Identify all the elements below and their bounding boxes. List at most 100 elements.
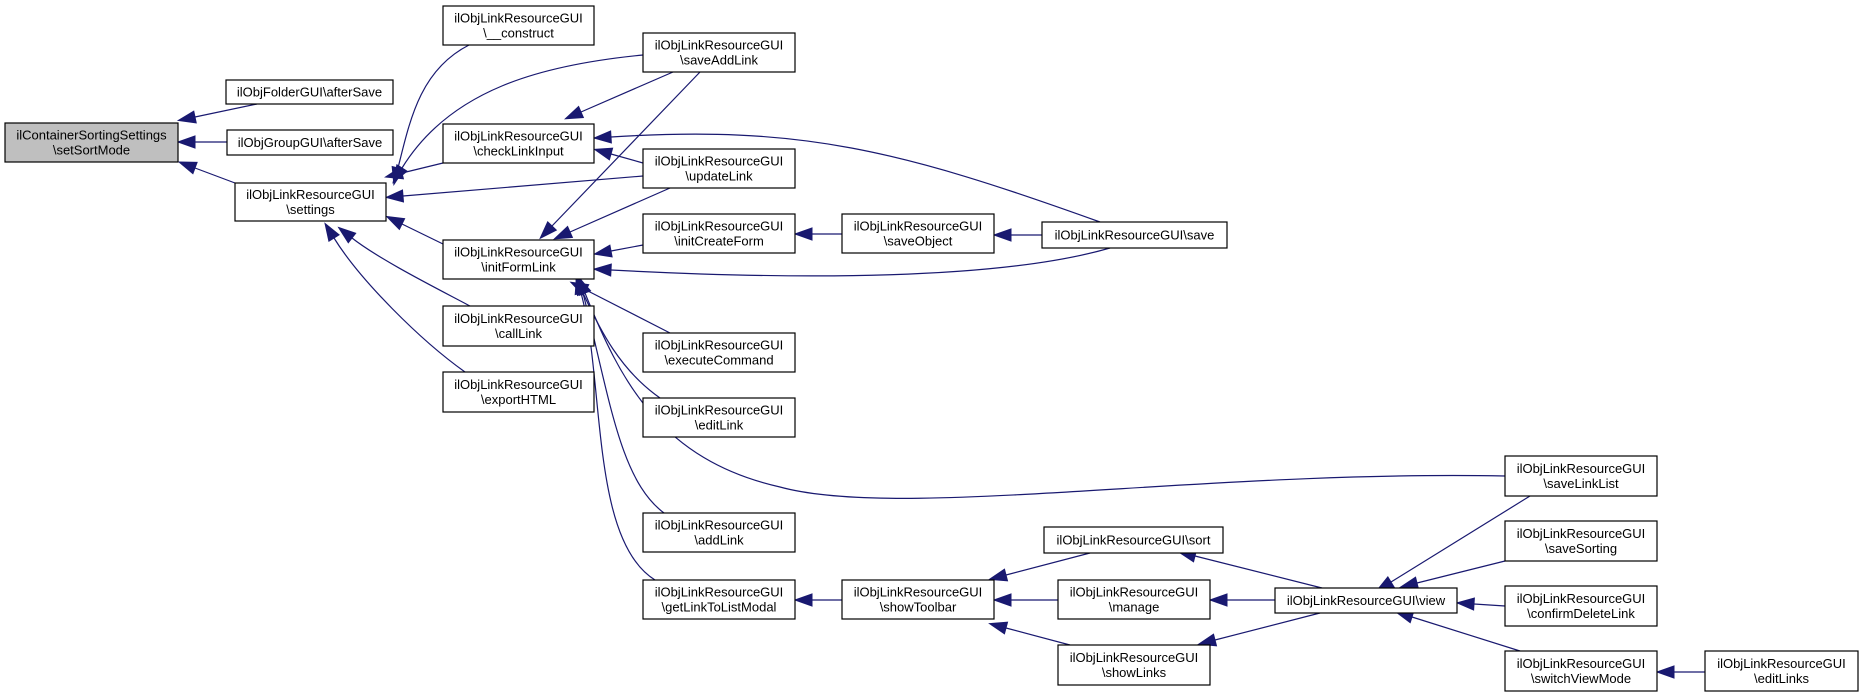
arrowhead-icon	[176, 110, 197, 124]
node-label: ilObjLinkResourceGUI	[1517, 656, 1646, 671]
edge-line	[194, 167, 236, 184]
arrowhead-icon	[1655, 665, 1675, 679]
edge-folderAfterSave-to-root	[176, 103, 258, 124]
node-label: ilObjLinkResourceGUI	[1517, 461, 1646, 476]
node-showLinks[interactable]: ilObjLinkResourceGUI\showLinks	[1057, 644, 1211, 686]
node-construct[interactable]: ilObjLinkResourceGUI\__construct	[442, 5, 595, 46]
edge-line	[569, 187, 671, 233]
node-label: ilObjLinkResourceGUI	[246, 187, 375, 202]
node-box[interactable]	[442, 305, 595, 347]
node-box[interactable]	[1043, 526, 1224, 554]
node-addLink[interactable]: ilObjLinkResourceGUI\addLink	[642, 512, 796, 553]
arrowhead-icon	[1455, 597, 1475, 611]
node-initFormLink[interactable]: ilObjLinkResourceGUI\initFormLink	[442, 239, 595, 280]
arrowhead-icon	[384, 189, 405, 203]
edge-showLinks-to-showToolbar	[988, 621, 1071, 646]
arrowhead-icon	[564, 105, 585, 120]
node-box[interactable]	[442, 239, 595, 280]
node-box[interactable]	[642, 512, 796, 553]
node-box[interactable]	[1274, 587, 1458, 614]
node-box[interactable]	[642, 32, 796, 73]
node-confirmDeleteLink[interactable]: ilObjLinkResourceGUI\confirmDeleteLink	[1504, 585, 1658, 627]
node-manage[interactable]: ilObjLinkResourceGUI\manage	[1057, 579, 1211, 620]
edge-line	[1411, 616, 1521, 652]
node-box[interactable]	[642, 397, 796, 438]
node-initCreateForm[interactable]: ilObjLinkResourceGUI\initCreateForm	[642, 213, 796, 254]
arrowhead-icon	[539, 220, 558, 240]
node-box[interactable]	[442, 371, 595, 413]
node-label: \saveLinkList	[1543, 476, 1619, 491]
node-getLinkToListModal[interactable]: ilObjLinkResourceGUI\getLinkToListModal	[642, 579, 796, 620]
node-groupAfterSave[interactable]: ilObjGroupGUI\afterSave	[226, 129, 394, 156]
arrowhead-icon	[574, 275, 588, 296]
node-label: ilObjLinkResourceGUI	[454, 11, 583, 26]
edge-line	[1214, 612, 1321, 641]
node-label: ilObjLinkResourceGUI	[854, 585, 983, 600]
edge-initFormLink-to-settings	[385, 215, 444, 245]
node-editLinks[interactable]: ilObjLinkResourceGUI\editLinks	[1704, 650, 1859, 692]
edge-settings-to-root	[177, 161, 236, 184]
node-executeCommand[interactable]: ilObjLinkResourceGUI\executeCommand	[642, 332, 796, 373]
node-label: ilObjLinkResourceGUI	[655, 38, 784, 53]
edge-line	[397, 44, 470, 169]
node-editLink[interactable]: ilObjLinkResourceGUI\editLink	[642, 397, 796, 438]
edge-confirmDeleteLink-to-view	[1455, 597, 1506, 611]
node-switchViewMode[interactable]: ilObjLinkResourceGUI\switchViewMode	[1504, 650, 1658, 692]
node-label: \initFormLink	[481, 260, 556, 275]
node-label: \exportHTML	[481, 392, 556, 407]
node-callLink[interactable]: ilObjLinkResourceGUI\callLink	[442, 305, 595, 347]
node-box[interactable]	[1041, 221, 1228, 249]
edge-line	[551, 71, 701, 227]
edge-line	[610, 247, 1111, 277]
node-saveAddLink[interactable]: ilObjLinkResourceGUI\saveAddLink	[642, 32, 796, 73]
node-showToolbar[interactable]: ilObjLinkResourceGUI\showToolbar	[841, 579, 995, 620]
edge-line	[351, 237, 471, 307]
node-saveObject[interactable]: ilObjLinkResourceGUI\saveObject	[841, 213, 995, 254]
node-view[interactable]: ilObjLinkResourceGUI\view	[1274, 587, 1458, 614]
arrowhead-icon	[988, 568, 1009, 582]
node-settings[interactable]: ilObjLinkResourceGUI\settings	[234, 182, 387, 222]
node-box[interactable]	[226, 129, 394, 156]
node-label: ilObjLinkResourceGUI	[854, 219, 983, 234]
arrowhead-icon	[337, 226, 357, 244]
node-label: \checkLinkInput	[473, 144, 564, 159]
node-box[interactable]	[1057, 644, 1211, 686]
arrowhead-icon	[992, 228, 1012, 242]
node-box[interactable]	[4, 122, 179, 163]
arrowhead-icon	[1197, 633, 1218, 647]
node-folderAfterSave[interactable]: ilObjFolderGUI\afterSave	[225, 79, 394, 105]
node-sort[interactable]: ilObjLinkResourceGUI\sort	[1043, 526, 1224, 554]
node-box[interactable]	[841, 579, 995, 620]
node-box[interactable]	[442, 123, 595, 164]
edge-line	[580, 71, 674, 113]
node-box[interactable]	[1057, 579, 1211, 620]
node-save[interactable]: ilObjLinkResourceGUI\save	[1041, 221, 1228, 249]
edge-updateLink-to-checkLinkInput	[593, 147, 644, 164]
node-checkLinkInput[interactable]: ilObjLinkResourceGUI\checkLinkInput	[442, 123, 595, 164]
node-label: \updateLink	[685, 169, 753, 184]
node-box[interactable]	[1504, 585, 1658, 627]
node-box[interactable]	[841, 213, 995, 254]
node-box[interactable]	[642, 148, 796, 189]
node-box[interactable]	[1504, 520, 1658, 562]
node-box[interactable]	[642, 332, 796, 373]
node-saveSorting[interactable]: ilObjLinkResourceGUI\saveSorting	[1504, 520, 1658, 562]
node-box[interactable]	[1504, 455, 1658, 497]
node-box[interactable]	[442, 5, 595, 46]
edge-checkLinkInput-to-settings	[384, 162, 444, 180]
node-updateLink[interactable]: ilObjLinkResourceGUI\updateLink	[642, 148, 796, 189]
node-box[interactable]	[1704, 650, 1859, 692]
node-label: ilObjFolderGUI\afterSave	[237, 85, 382, 100]
node-exportHTML[interactable]: ilObjLinkResourceGUI\exportHTML	[442, 371, 595, 413]
node-root[interactable]: ilContainerSortingSettings\setSortMode	[4, 122, 179, 163]
edge-line	[585, 289, 671, 334]
node-box[interactable]	[1504, 650, 1658, 692]
node-label: \editLinks	[1754, 671, 1809, 686]
edge-save-to-saveObject	[992, 228, 1042, 242]
node-box[interactable]	[225, 79, 394, 105]
node-box[interactable]	[642, 213, 796, 254]
node-box[interactable]	[642, 579, 796, 620]
node-saveLinkList[interactable]: ilObjLinkResourceGUI\saveLinkList	[1504, 455, 1658, 497]
edge-line	[1005, 627, 1071, 646]
node-box[interactable]	[234, 182, 387, 222]
